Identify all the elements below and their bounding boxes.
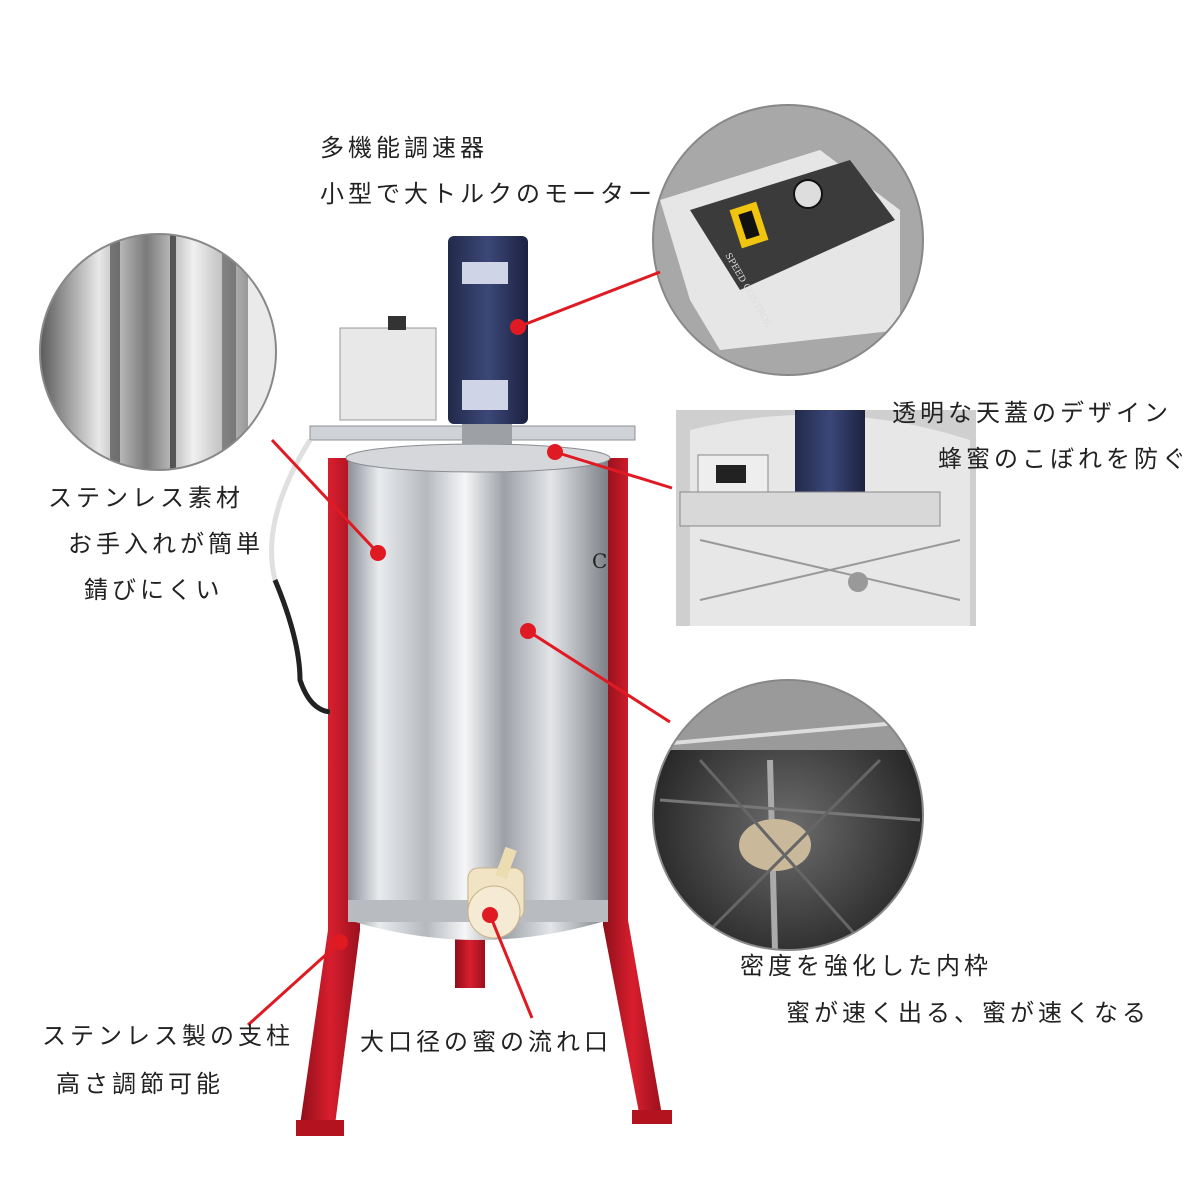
frame-callout-line1: 密度を強化した内枠 bbox=[740, 952, 992, 980]
steel-callout-line3: 錆びにくい bbox=[84, 576, 224, 604]
steel-closeup bbox=[39, 233, 277, 471]
lid-closeup bbox=[676, 410, 976, 626]
lid-callout-line2: 蜂蜜のこぼれを防ぐ bbox=[938, 445, 1190, 473]
motor-callout-line1: 多機能調速器 bbox=[320, 134, 488, 162]
motor-callout-line2: 小型で大トルクのモーター bbox=[320, 180, 656, 208]
callout-dots bbox=[332, 319, 563, 950]
outlet-callout-line1: 大口径の蜜の流れ口 bbox=[360, 1028, 612, 1056]
legs-callout-line1: ステンレス製の支柱 bbox=[42, 1022, 294, 1050]
inner-frame-closeup bbox=[652, 679, 924, 951]
honey-extractor bbox=[269, 236, 672, 1136]
callout-lines bbox=[246, 270, 673, 1027]
frame-callout-line2: 蜜が速く出る、蜜が速くなる bbox=[786, 999, 1150, 1027]
controller-closeup: SPEED CONTROL bbox=[652, 104, 924, 376]
steel-callout-line1: ステンレス素材 bbox=[48, 484, 244, 512]
legs-callout-line2: 高さ調節可能 bbox=[56, 1070, 224, 1098]
steel-callout-line2: お手入れが簡単 bbox=[68, 530, 264, 558]
stray-mark: C bbox=[592, 549, 608, 573]
lid-callout-line1: 透明な天蓋のデザイン bbox=[892, 399, 1172, 427]
